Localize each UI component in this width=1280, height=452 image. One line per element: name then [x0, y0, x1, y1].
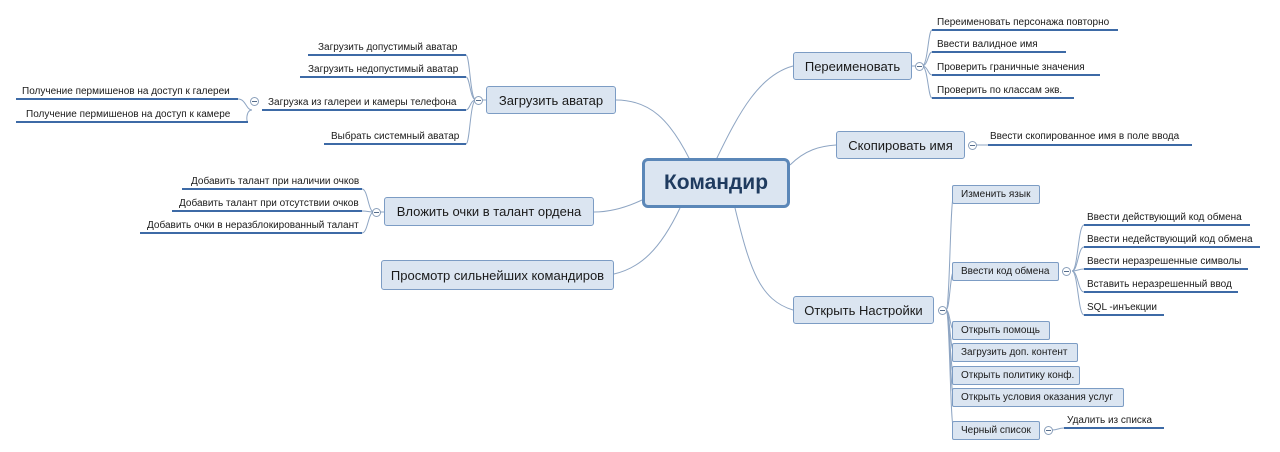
exchange-leaf[interactable]: Ввести неразрешенные символы: [1087, 256, 1242, 267]
exchange-leaf[interactable]: SQL -инъекции: [1087, 302, 1157, 313]
exchange-leaf[interactable]: Ввести недействующий код обмена: [1087, 234, 1253, 245]
avatar-leaf[interactable]: Выбрать системный аватар: [331, 131, 460, 142]
talent-leaf[interactable]: Добавить талант при наличии очков: [191, 176, 360, 187]
avatar-leaf[interactable]: Загрузить допустимый аватар: [318, 42, 458, 53]
settings-topic[interactable]: Открыть Настройки: [793, 296, 934, 324]
collapse-icon[interactable]: [938, 306, 947, 315]
collapse-icon[interactable]: [1062, 267, 1071, 276]
central-topic[interactable]: Командир: [642, 158, 790, 208]
settings-blacklist[interactable]: Черный список: [952, 421, 1040, 440]
rename-topic[interactable]: Переименовать: [793, 52, 912, 80]
copy-leaf[interactable]: Ввести скопированное имя в поле ввода: [990, 131, 1180, 142]
settings-privacy-policy[interactable]: Открыть политику конф.: [952, 366, 1080, 385]
collapse-icon[interactable]: [968, 141, 977, 150]
gallery-permission-leaf[interactable]: Получение пермишенов на доступ к галереи: [22, 86, 230, 97]
collapse-icon[interactable]: [250, 97, 259, 106]
rename-leaf[interactable]: Ввести валидное имя: [937, 39, 1038, 50]
avatar-gallery-leaf[interactable]: Загрузка из галереи и камеры телефона: [268, 97, 457, 108]
settings-terms[interactable]: Открыть условия оказания услуг: [952, 388, 1124, 407]
avatar-topic[interactable]: Загрузить аватар: [486, 86, 616, 114]
settings-open-help[interactable]: Открыть помощь: [952, 321, 1050, 340]
rename-leaf[interactable]: Проверить по классам экв.: [937, 85, 1063, 96]
blacklist-leaf[interactable]: Удалить из списка: [1067, 415, 1153, 426]
talent-leaf[interactable]: Добавить очки в неразблокированный талан…: [147, 220, 359, 231]
talent-topic[interactable]: Вложить очки в талант ордена: [384, 197, 594, 226]
collapse-icon[interactable]: [915, 62, 924, 71]
copy-name-topic[interactable]: Скопировать имя: [836, 131, 965, 159]
rename-leaf[interactable]: Переименовать персонажа повторно: [937, 17, 1110, 28]
collapse-icon[interactable]: [372, 208, 381, 217]
settings-change-language[interactable]: Изменить язык: [952, 185, 1040, 204]
settings-exchange-code[interactable]: Ввести код обмена: [952, 262, 1059, 281]
avatar-leaf[interactable]: Загрузить недопустимый аватар: [308, 64, 459, 75]
exchange-leaf[interactable]: Ввести действующий код обмена: [1087, 212, 1242, 223]
exchange-leaf[interactable]: Вставить неразрешенный ввод: [1087, 279, 1232, 290]
collapse-icon[interactable]: [474, 96, 483, 105]
view-strongest-topic[interactable]: Просмотр сильнейших командиров: [381, 260, 614, 290]
rename-leaf[interactable]: Проверить граничные значения: [937, 62, 1085, 73]
camera-permission-leaf[interactable]: Получение пермишенов на доступ к камере: [26, 109, 231, 120]
settings-load-dlc[interactable]: Загрузить доп. контент: [952, 343, 1078, 362]
talent-leaf[interactable]: Добавить талант при отсутствии очков: [179, 198, 359, 209]
collapse-icon[interactable]: [1044, 426, 1053, 435]
